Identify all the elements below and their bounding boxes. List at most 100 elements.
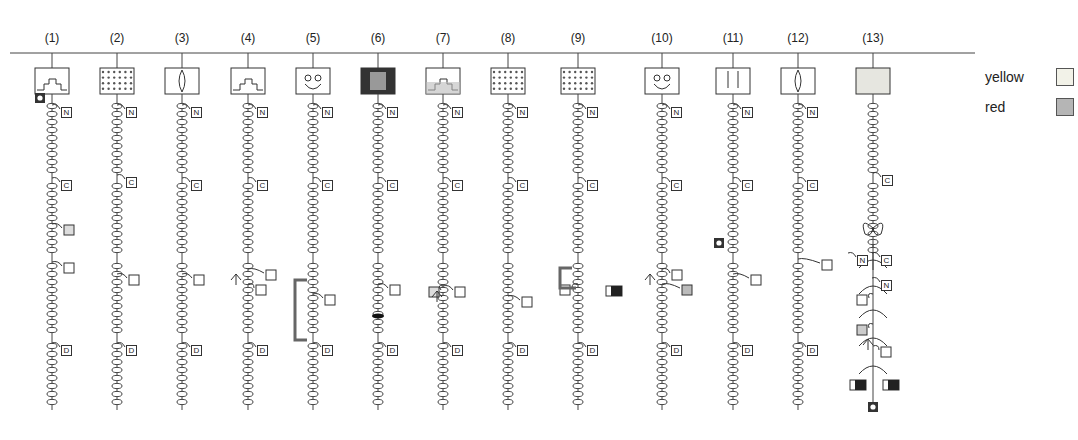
domain-module [243, 183, 253, 188]
icon-dot [107, 71, 109, 73]
domain-module [438, 191, 448, 196]
domain-module [47, 263, 57, 268]
domain-module [793, 119, 803, 124]
domain-module [868, 119, 878, 124]
icon-dot [493, 76, 495, 78]
domain-module [373, 359, 383, 364]
domain-module [373, 207, 383, 212]
domain-module [373, 271, 383, 276]
domain-module [177, 135, 187, 140]
domain-module [308, 127, 318, 132]
domain-module [308, 119, 318, 124]
hook-line [52, 262, 62, 267]
column-number: (3) [175, 32, 190, 44]
domain-module [177, 183, 187, 188]
icon-dot [568, 82, 570, 84]
domain-module [573, 167, 583, 172]
ring-hole [716, 240, 721, 245]
icon-dot [591, 71, 593, 73]
domain-module [373, 223, 383, 228]
hook-line [117, 175, 125, 180]
hook-line [117, 105, 125, 110]
domain-module [243, 127, 253, 132]
domain-letter: D [807, 345, 818, 356]
domain-module [573, 311, 583, 316]
icon-mouth [305, 84, 321, 89]
domain-module [438, 135, 448, 140]
domain-module [112, 399, 122, 404]
domain-module [438, 327, 448, 332]
domain-module [868, 127, 878, 132]
bracket [295, 280, 307, 340]
domain-module [112, 351, 122, 356]
domain-module [657, 263, 667, 268]
domain-module [373, 327, 383, 332]
domain-module [308, 271, 318, 276]
domain-module [793, 319, 803, 324]
hook-line [873, 173, 881, 178]
domain-module [47, 247, 57, 252]
icon-dot [130, 71, 132, 73]
domain-module [243, 247, 253, 252]
domain-module [438, 263, 448, 268]
icon-frame [231, 68, 265, 94]
domain-letter: D [126, 345, 137, 356]
domain-module [728, 247, 738, 252]
domain-module [177, 311, 187, 316]
legend-swatch [1056, 68, 1074, 86]
stem-line [733, 53, 734, 68]
domain-module [47, 327, 57, 332]
icon-dot [124, 88, 126, 90]
blank-domain-box [325, 295, 335, 305]
domain-module [308, 367, 318, 372]
domain-module [243, 383, 253, 388]
hook-line [578, 105, 586, 110]
column-number: (11) [723, 32, 743, 44]
icon-dot [510, 76, 512, 78]
domain-module [573, 127, 583, 132]
domain-module [728, 183, 738, 188]
domain-module [503, 271, 513, 276]
dark-module [372, 314, 384, 319]
domain-module [112, 319, 122, 324]
domain-letter: D [587, 345, 598, 356]
domain-module [47, 231, 57, 236]
icon-dot [119, 71, 121, 73]
domain-module [177, 223, 187, 228]
domain-module [503, 199, 513, 204]
blank-domain-box [522, 297, 532, 307]
domain-module [438, 399, 448, 404]
domain-module [177, 167, 187, 172]
domain-module [373, 247, 383, 252]
icon-dot [515, 76, 517, 78]
icon-dot [515, 82, 517, 84]
domain-letter: N [61, 107, 72, 118]
hook-line [662, 343, 670, 348]
stem-line [873, 53, 874, 68]
domain-module [47, 143, 57, 148]
domain-letter: D [452, 345, 463, 356]
domain-module [308, 303, 318, 308]
domain-letter: C [387, 180, 398, 191]
icon-dot [521, 71, 523, 73]
hook-line [378, 284, 388, 289]
hook-line [117, 274, 127, 279]
domain-module [657, 327, 667, 332]
domain-module [868, 135, 878, 140]
domain-module [657, 231, 667, 236]
hook-line [443, 105, 451, 110]
domain-module [657, 247, 667, 252]
domain-module [373, 391, 383, 396]
domain-letter: C [191, 180, 202, 191]
domain-module [503, 399, 513, 404]
domain-module [728, 319, 738, 324]
domain-module [177, 127, 187, 132]
domain-module [657, 215, 667, 220]
domain-module [503, 287, 513, 292]
domain-module [243, 111, 253, 116]
blank-domain-box [64, 225, 74, 235]
domain-module [177, 295, 187, 300]
domain-module [112, 111, 122, 116]
domain-module [793, 231, 803, 236]
hook-line [52, 224, 62, 229]
